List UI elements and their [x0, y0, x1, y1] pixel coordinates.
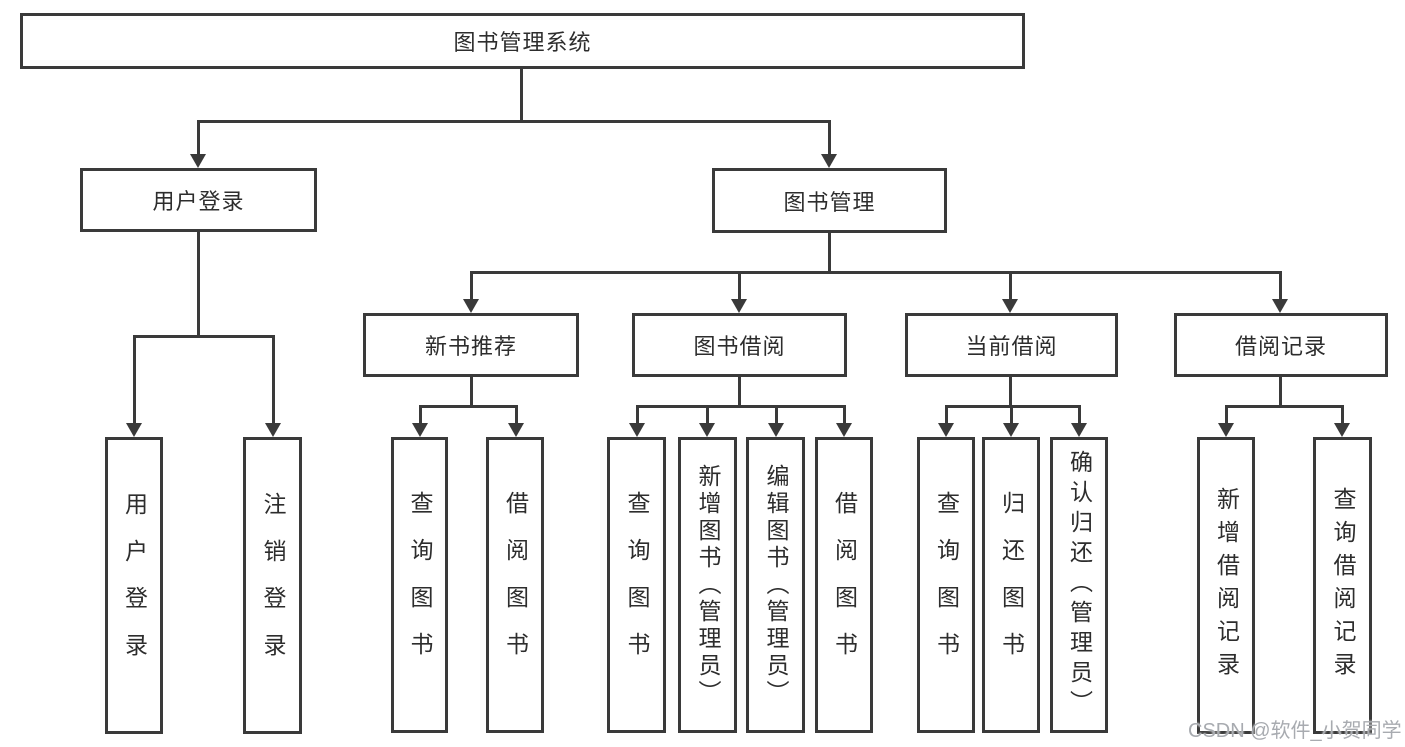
- connector-drop-edit-book: [775, 405, 778, 423]
- csdn-watermark: CSDN @软件_小贺同学: [1188, 720, 1402, 742]
- node-current-borrow-label: 当前借阅: [965, 334, 1058, 359]
- connector-borrow-record-hline: [1225, 405, 1344, 408]
- connector-new-book-rec-hline: [419, 405, 518, 408]
- connector-drop-book-mgmt: [828, 120, 831, 156]
- node-book-borrow-label: 图书借阅: [693, 334, 786, 359]
- node-leaf-borrow-book-rec: 借阅图书: [486, 437, 544, 733]
- node-leaf-add-book: 新增图书（管理员）: [678, 437, 737, 733]
- arrow-to-leaf-logout: [265, 423, 281, 437]
- connector-root-stem: [520, 69, 523, 120]
- connector-drop-leaf-logout: [272, 335, 275, 423]
- arrow-to-book-borrow: [731, 299, 747, 313]
- arrow-to-confirm-return: [1071, 423, 1087, 437]
- connector-borrow-record-stem: [1279, 377, 1282, 405]
- arrow-to-query-book-rec: [412, 423, 428, 437]
- node-leaf-edit-book-label: 编辑图书（管理员）: [763, 463, 789, 707]
- node-borrow-record-label: 借阅记录: [1234, 334, 1327, 359]
- node-leaf-user-login: 用户登录: [105, 437, 163, 734]
- connector-drop-add-borrow-record: [1225, 405, 1228, 423]
- connector-book-mgmt-hline: [470, 271, 1282, 274]
- arrow-to-add-book: [699, 423, 715, 437]
- connector-drop-query-book-current: [945, 405, 948, 423]
- node-leaf-logout: 注销登录: [243, 437, 302, 734]
- node-book-borrow: 图书借阅: [632, 313, 847, 377]
- connector-book-mgmt-stem: [828, 233, 831, 271]
- connector-book-borrow-hline: [636, 405, 846, 408]
- connector-root-hline: [197, 120, 831, 123]
- node-leaf-query-book-rec-label: 查询图书: [407, 491, 433, 679]
- node-leaf-borrow-book-borrow-label: 借阅图书: [831, 491, 858, 679]
- node-leaf-user-login-label: 用户登录: [121, 491, 148, 680]
- connector-drop-borrow-book-rec: [515, 405, 518, 423]
- node-leaf-query-borrow-record-label: 查询借阅记录: [1330, 486, 1356, 685]
- arrow-to-query-borrow-record: [1334, 423, 1350, 437]
- arrow-to-book-mgmt: [821, 154, 837, 168]
- arrow-to-query-book-current: [938, 423, 954, 437]
- node-leaf-query-book-current: 查询图书: [917, 437, 975, 733]
- node-leaf-query-book-borrow: 查询图书: [607, 437, 666, 733]
- arrow-to-borrow-record: [1272, 299, 1288, 313]
- arrow-to-current-borrow: [1002, 299, 1018, 313]
- arrow-to-borrow-book-rec: [508, 423, 524, 437]
- connector-drop-book-borrow: [738, 271, 741, 299]
- node-leaf-query-book-borrow-label: 查询图书: [624, 491, 650, 679]
- node-leaf-logout-label: 注销登录: [260, 491, 286, 680]
- connector-current-borrow-hline: [945, 405, 1081, 408]
- connector-book-borrow-stem: [738, 377, 741, 405]
- node-leaf-edit-book: 编辑图书（管理员）: [746, 437, 805, 733]
- node-leaf-add-borrow-record-label: 新增借阅记录: [1213, 486, 1240, 685]
- node-current-borrow: 当前借阅: [905, 313, 1118, 377]
- arrow-to-query-book-borrow: [629, 423, 645, 437]
- connector-drop-new-book-rec: [470, 271, 473, 299]
- connector-drop-borrow-record: [1279, 271, 1282, 299]
- node-leaf-return-book: 归还图书: [982, 437, 1040, 733]
- node-leaf-borrow-book-rec-label: 借阅图书: [502, 491, 529, 679]
- node-book-mgmt-label: 图书管理: [783, 189, 876, 215]
- connector-drop-return-book: [1010, 405, 1013, 423]
- connector-drop-query-book-borrow: [636, 405, 639, 423]
- connector-drop-query-borrow-record: [1341, 405, 1344, 423]
- node-root-label: 图书管理系统: [453, 30, 592, 55]
- node-user-login-label: 用户登录: [152, 189, 245, 214]
- arrow-to-edit-book: [768, 423, 784, 437]
- node-leaf-add-borrow-record: 新增借阅记录: [1197, 437, 1255, 734]
- node-root: 图书管理系统: [20, 13, 1025, 69]
- arrow-to-borrow-book-borrow: [836, 423, 852, 437]
- node-leaf-confirm-return-label: 确认归还（管理员）: [1066, 450, 1093, 720]
- arrow-to-new-book-rec: [463, 299, 479, 313]
- arrow-to-return-book: [1003, 423, 1019, 437]
- node-leaf-query-book-current-label: 查询图书: [933, 491, 960, 679]
- connector-drop-user-login: [197, 120, 200, 156]
- node-leaf-add-book-label: 新增图书（管理员）: [695, 463, 721, 707]
- arrow-to-user-login: [190, 154, 206, 168]
- connector-drop-borrow-book-borrow: [843, 405, 846, 423]
- connector-new-book-rec-stem: [470, 377, 473, 405]
- node-borrow-record: 借阅记录: [1174, 313, 1388, 377]
- connector-drop-current-borrow: [1009, 271, 1012, 299]
- connector-drop-confirm-return: [1078, 405, 1081, 423]
- connector-user-login-stem: [197, 232, 200, 335]
- connector-drop-leaf-user-login: [133, 335, 136, 423]
- node-leaf-return-book-label: 归还图书: [998, 491, 1025, 679]
- node-leaf-confirm-return: 确认归还（管理员）: [1050, 437, 1108, 733]
- node-book-mgmt: 图书管理: [712, 168, 947, 233]
- connector-user-login-hline: [133, 335, 275, 338]
- node-user-login: 用户登录: [80, 168, 317, 232]
- node-new-book-rec: 新书推荐: [363, 313, 579, 377]
- connector-drop-query-book-rec: [419, 405, 422, 423]
- node-leaf-borrow-book-borrow: 借阅图书: [815, 437, 873, 733]
- node-new-book-rec-label: 新书推荐: [424, 334, 517, 359]
- node-leaf-query-book-rec: 查询图书: [391, 437, 448, 733]
- arrow-to-add-borrow-record: [1218, 423, 1234, 437]
- connector-drop-add-book: [706, 405, 709, 423]
- arrow-to-leaf-user-login: [126, 423, 142, 437]
- node-leaf-query-borrow-record: 查询借阅记录: [1313, 437, 1372, 734]
- connector-current-borrow-stem: [1009, 377, 1012, 405]
